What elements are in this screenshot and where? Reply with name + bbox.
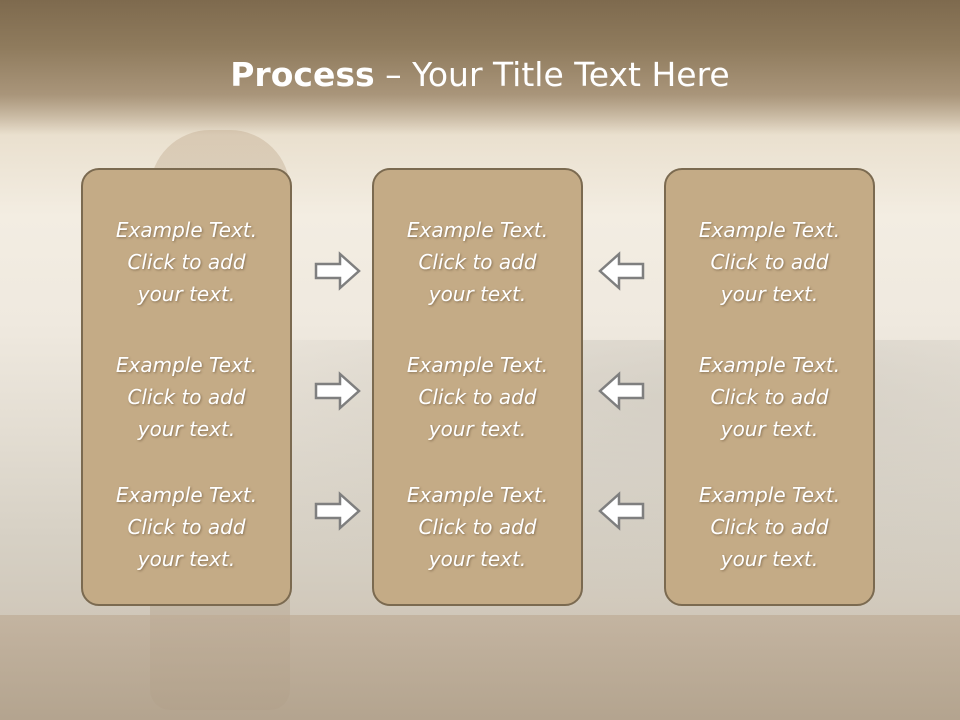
text-block[interactable]: Example Text. Click to add your text.	[698, 218, 841, 306]
text-block[interactable]: Example Text. Click to add your text.	[698, 483, 841, 571]
text-block[interactable]: Example Text. Click to add your text.	[115, 483, 258, 571]
text-block[interactable]: Example Text. Click to add your text.	[115, 218, 258, 306]
background-ground	[0, 615, 960, 720]
title-rest: – Your Title Text Here	[374, 55, 730, 94]
arrow-left-icon[interactable]	[597, 371, 645, 411]
process-box-right[interactable]: Example Text. Click to add your text. Ex…	[664, 168, 875, 606]
process-box-left[interactable]: Example Text. Click to add your text. Ex…	[81, 168, 292, 606]
text-block[interactable]: Example Text. Click to add your text.	[115, 353, 258, 441]
arrow-left-icon[interactable]	[597, 251, 645, 291]
arrow-left-icon[interactable]	[597, 491, 645, 531]
arrow-right-icon[interactable]	[314, 371, 362, 411]
text-block[interactable]: Example Text. Click to add your text.	[406, 218, 549, 306]
text-block[interactable]: Example Text. Click to add your text.	[406, 353, 549, 441]
arrow-right-icon[interactable]	[314, 491, 362, 531]
text-block[interactable]: Example Text. Click to add your text.	[406, 483, 549, 571]
process-box-center[interactable]: Example Text. Click to add your text. Ex…	[372, 168, 583, 606]
slide-title[interactable]: Process – Your Title Text Here	[0, 55, 960, 94]
arrow-right-icon[interactable]	[314, 251, 362, 291]
header-band	[0, 0, 960, 135]
text-block[interactable]: Example Text. Click to add your text.	[698, 353, 841, 441]
title-bold: Process	[230, 55, 375, 94]
